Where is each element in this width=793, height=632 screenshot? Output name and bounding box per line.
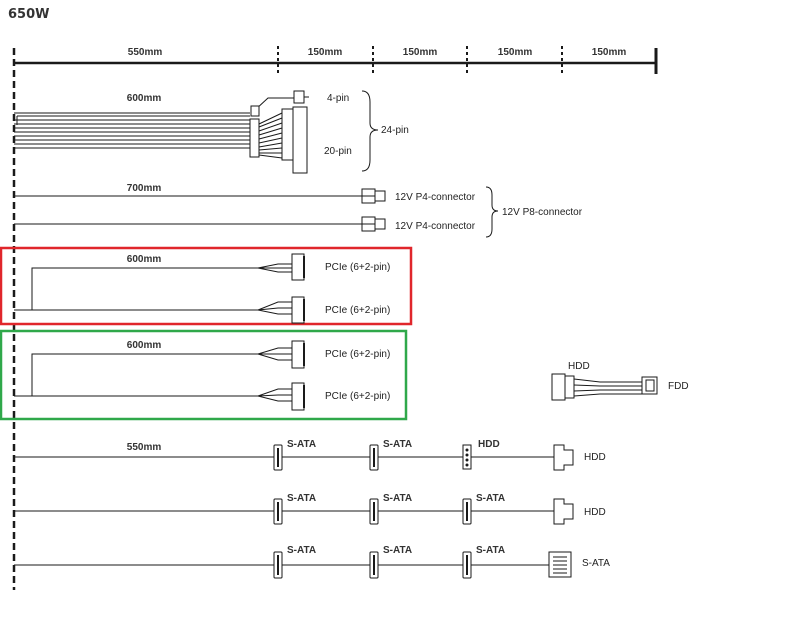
sata-end-label: S-ATA [582,558,610,569]
p4-connector-1-label: 12V P4-connector [395,192,476,203]
sata-label: S-ATA [287,439,316,450]
page-title: 650W [8,7,49,22]
adapter-wires [573,378,642,397]
atx-24pin-label: 24-pin [381,125,409,136]
atx-24pin-brace [361,90,379,172]
ruler-segment-label: 550mm [128,47,163,58]
molex-inline-label: HDD [478,439,500,450]
molex-pin [465,458,469,462]
pcie-red-length: 600mm [127,254,162,265]
p8-brace [485,186,499,238]
molex-inline-connector [462,444,472,470]
pcie-red-connector-1-label: PCIe (6+2-pin) [325,262,390,273]
red-highlight-box [0,246,413,326]
sata-label: S-ATA [383,439,412,450]
pcie-red-connector-1 [291,253,305,281]
sata-label: S-ATA [287,545,316,556]
ruler-segment-label: 150mm [498,47,533,58]
atx-4pin-wires [14,112,250,125]
molex-end-connector [553,444,574,471]
cpu-cable-length: 700mm [127,183,162,194]
molex-end-connector [553,498,574,525]
hdd-fdd-adapter: HDD FDD [551,361,689,401]
peripheral-cable-1: 550mm S-ATA S-ATA HDD HDD [14,439,606,471]
adapter-molex-connector [551,373,566,401]
atx-20pin-sleeve [249,118,260,158]
pcie-green-fan-1 [257,347,292,361]
atx-4pin-wire [254,97,294,111]
length-ruler: 550mm 150mm 150mm 150mm 150mm [14,46,658,74]
sata-end-ribs [553,556,567,574]
pcie-green-connector-1-label: PCIe (6+2-pin) [325,349,390,360]
molex-pin [465,463,469,467]
pcie-green-connector-1 [291,340,305,369]
ruler-segment-label: 150mm [308,47,343,58]
fdd-connector-inner [645,379,655,392]
pcie-green-fan-2 [257,388,292,402]
molex-pin [465,453,469,457]
pcie-cable-red: 600mm PCIe (6+2-pin) PCIe (6+2-pin) [0,246,413,326]
pcie-red-connector-2-label: PCIe (6+2-pin) [325,305,390,316]
atx-4pin-sleeve [250,105,260,117]
atx-24pin-cable: 600mm 4-pin 20-pin 24-pin [14,90,409,174]
atx-20pin-wires [14,119,250,149]
pcie-green-connector-2-label: PCIe (6+2-pin) [325,391,390,402]
pcie-red-wire-1 [14,267,258,311]
pcie-green-wire-1 [14,353,258,397]
molex-end-label: HDD [584,452,606,463]
peripheral-cable-2: S-ATA S-ATA S-ATA HDD [14,493,606,525]
atx-24pin-connector [292,106,308,174]
atx-20pin-fan [258,112,283,159]
atx-cable-length: 600mm [127,93,162,104]
cpu-power-cables: 700mm 12V P4-connector 12V P4-connector … [14,183,583,238]
molex-pin [465,448,469,452]
p8-connector-label: 12V P8-connector [502,207,583,218]
pcie-red-fan-1 [257,263,292,273]
atx-20pin-label: 20-pin [324,146,352,157]
pcie-green-connector-2 [291,382,305,411]
atx-20pin-pinblock [281,108,294,161]
molex-end-label: HDD [584,507,606,518]
green-highlight-box [0,329,408,421]
sata-label: S-ATA [287,493,316,504]
sata-label: S-ATA [383,545,412,556]
p4-connector-2-latch [374,218,386,230]
p4-connector-1-latch [374,190,386,202]
ruler-segment-label: 150mm [592,47,627,58]
sata-label: S-ATA [476,493,505,504]
atx-4pin-connector [293,90,305,104]
sata-label: S-ATA [383,493,412,504]
sata-label: S-ATA [476,545,505,556]
peripheral-cable-length: 550mm [127,442,162,453]
adapter-fdd-label: FDD [668,381,689,392]
pcie-red-connector-2 [291,296,305,324]
p4-connector-2-label: 12V P4-connector [395,221,476,232]
adapter-hdd-label: HDD [568,361,590,372]
pcie-red-fan-2 [257,301,292,315]
pcie-green-length: 600mm [127,340,162,351]
pcie-cable-green: 600mm PCIe (6+2-pin) PCIe (6+2-pin) [0,329,408,421]
atx-4pin-label: 4-pin [327,93,349,104]
ruler-segment-label: 150mm [403,47,438,58]
peripheral-cable-3: S-ATA S-ATA S-ATA S-ATA [14,545,610,579]
adapter-molex-body [564,375,575,399]
